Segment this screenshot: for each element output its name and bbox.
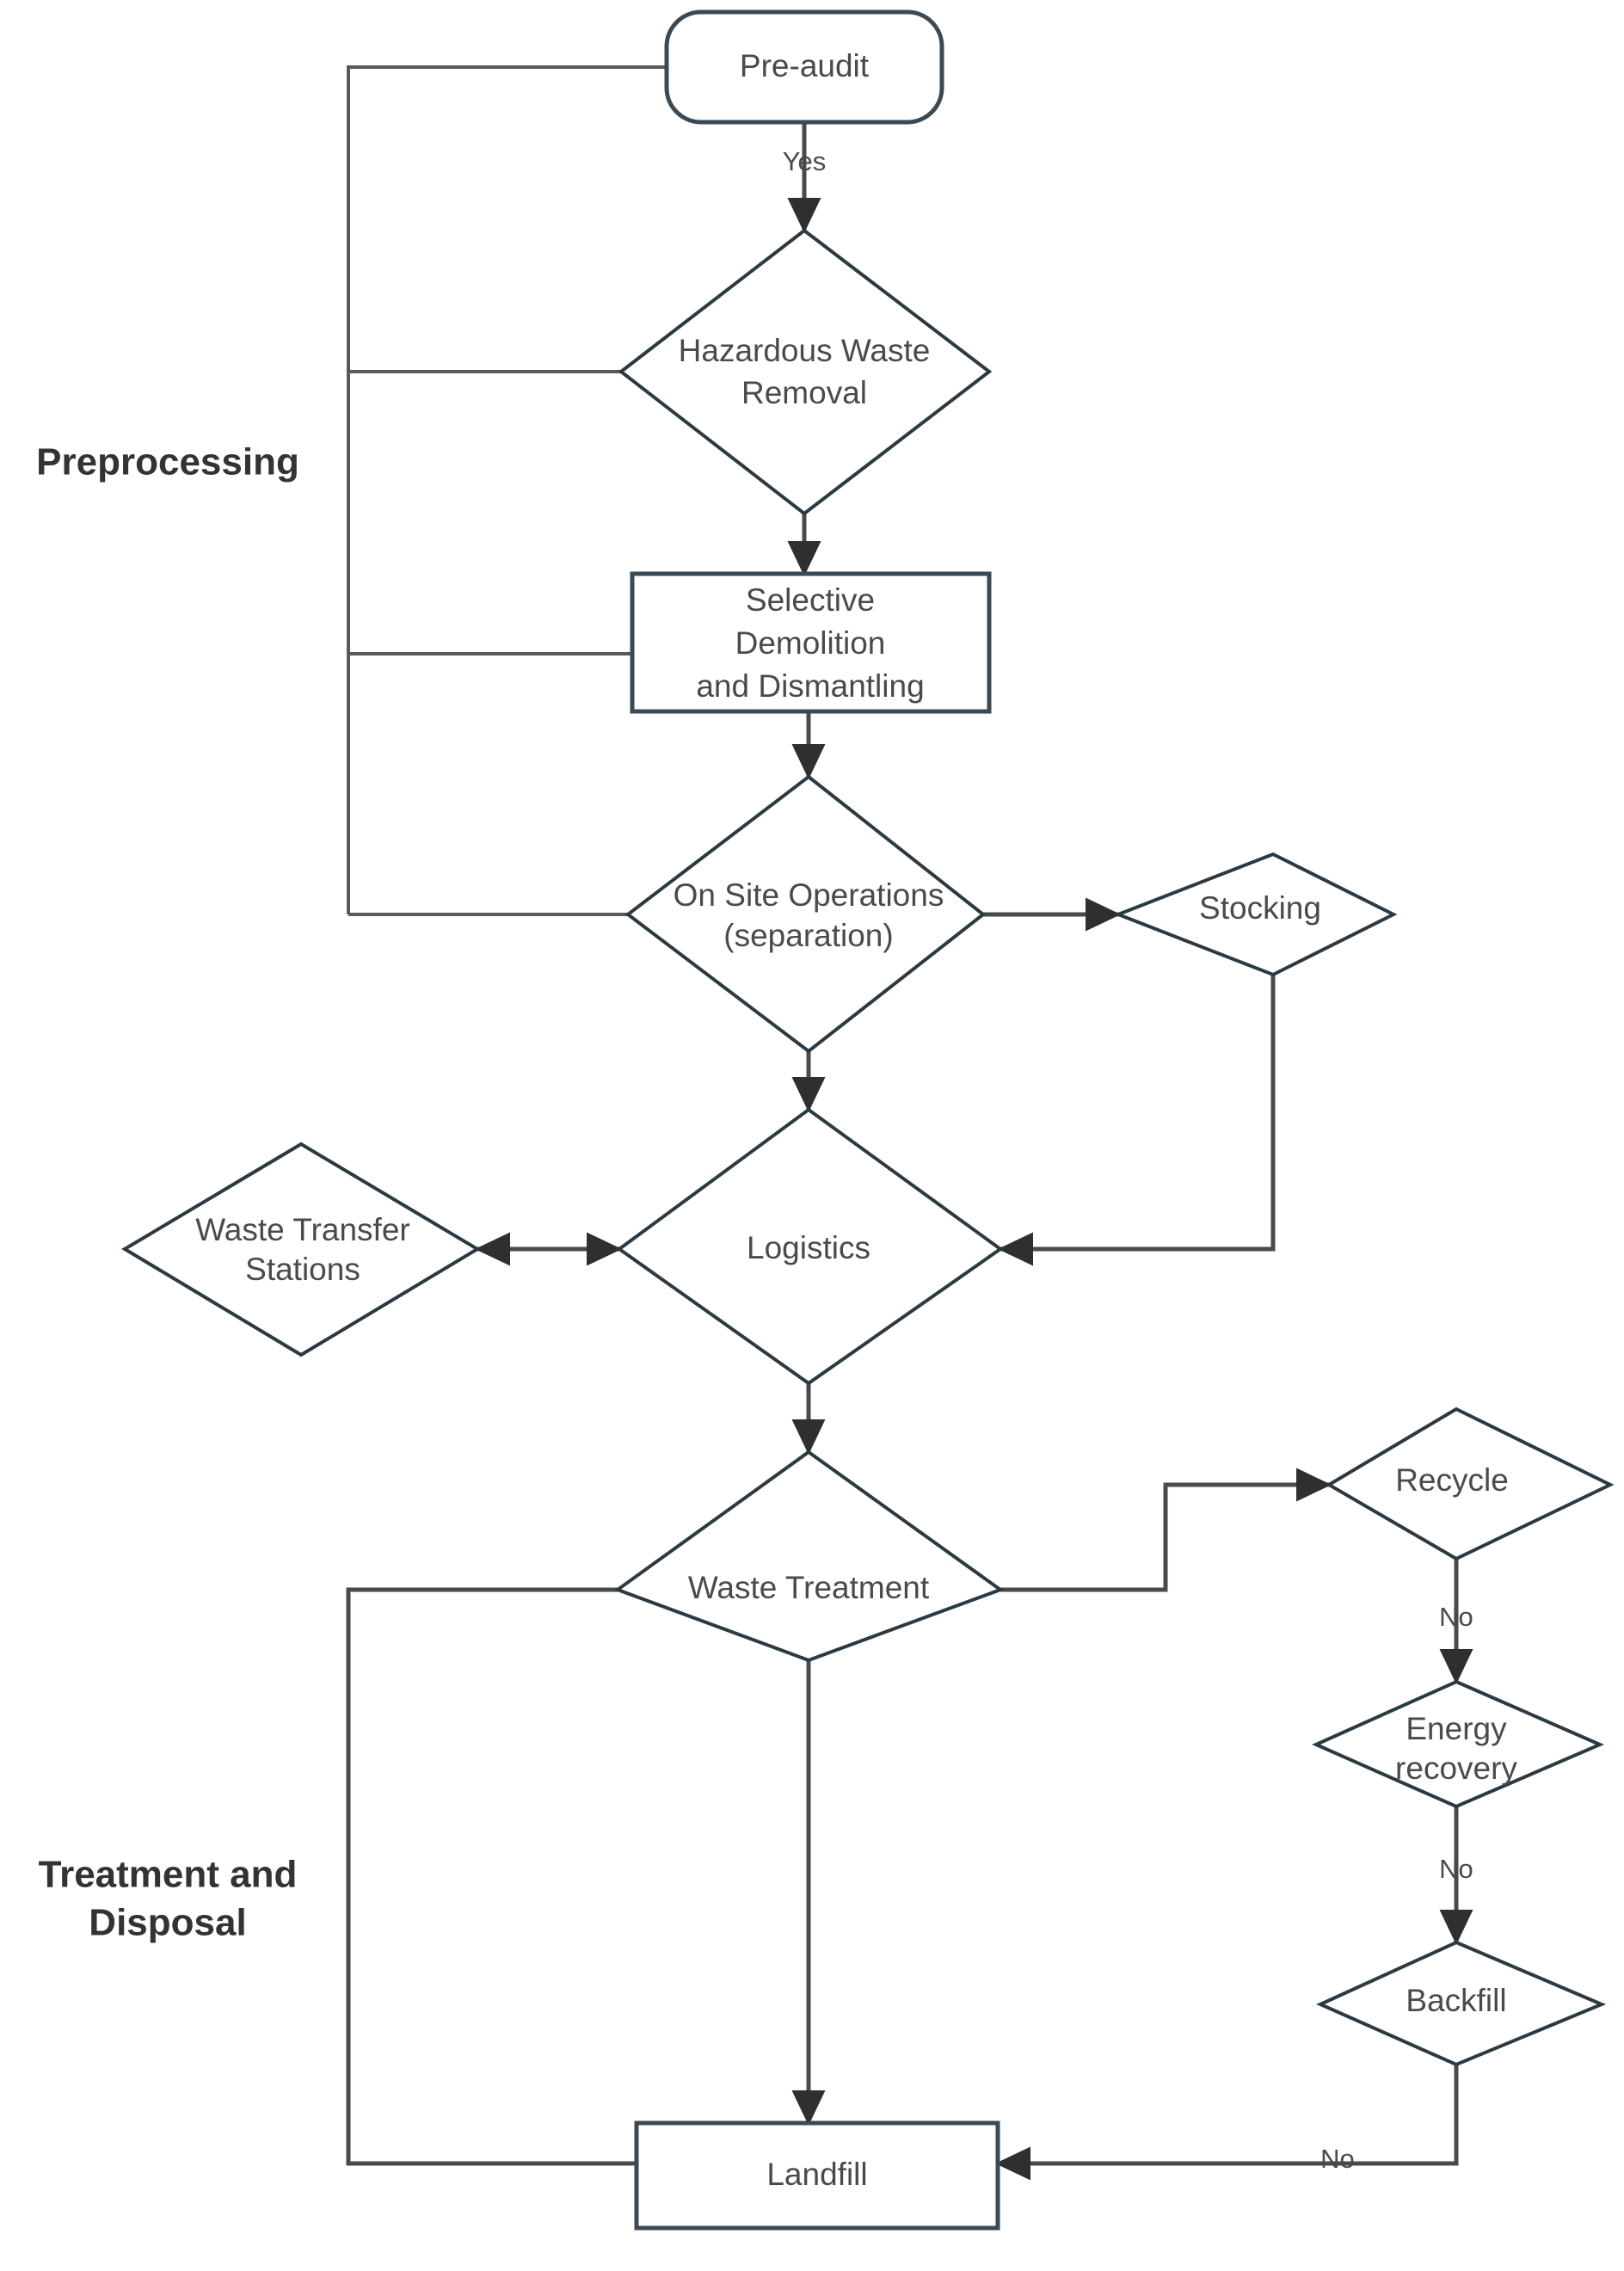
node-waste-transfer[interactable]: Waste Transfer Stations — [121, 1142, 481, 1357]
logistics-label: Logistics — [747, 1230, 870, 1265]
waste-treatment-label: Waste Treatment — [688, 1570, 930, 1605]
edge-label-energy-recovery-no: No — [1439, 1854, 1473, 1884]
recycle-shape — [1326, 1406, 1615, 1561]
edge-label-backfill-no: No — [1320, 2144, 1355, 2174]
hazardous-waste-label-line2: Removal — [741, 375, 867, 410]
backfill-shape — [1316, 1940, 1607, 2067]
pre-audit-label: Pre-audit — [740, 48, 870, 83]
selective-demolition-label-line3: and Dismantling — [696, 668, 924, 704]
energy-recovery-label-line1: Energy — [1406, 1711, 1507, 1746]
node-logistics[interactable]: Logistics — [616, 1107, 1004, 1386]
node-backfill[interactable]: Backfill — [1316, 1940, 1607, 2067]
recycle-label: Recycle — [1395, 1462, 1509, 1498]
connector-backfill-to-landfill — [994, 2065, 1459, 2181]
pre-audit-shape — [664, 9, 944, 125]
waste-transfer-label-line2: Stations — [245, 1252, 360, 1287]
stocking-shape — [1113, 852, 1398, 977]
node-on-site-operations[interactable]: On Site Operations (separation) — [624, 774, 987, 1054]
node-energy-recovery[interactable]: Energy recovery — [1312, 1679, 1605, 1809]
energy-recovery-shape — [1312, 1679, 1605, 1809]
waste-treatment-shape — [613, 1449, 1005, 1663]
landfill-label: Landfill — [766, 2157, 867, 2192]
energy-recovery-label-line2: recovery — [1395, 1751, 1517, 1786]
phase-label-treatment-line2: Disposal — [89, 1902, 246, 1944]
stocking-label: Stocking — [1199, 890, 1321, 926]
connector-waste-treatment-bypass-landfill — [346, 1587, 637, 2166]
landfill-shape — [634, 2120, 1000, 2231]
logistics-shape — [616, 1107, 1004, 1386]
hazardous-waste-shape — [618, 228, 993, 516]
on-site-operations-shape — [624, 774, 987, 1054]
selective-demolition-label-line2: Demolition — [735, 625, 886, 661]
node-selective-demolition[interactable]: Selective Demolition and Dismantling — [630, 571, 992, 714]
phase-label-preprocessing: Preprocessing — [36, 441, 299, 483]
selective-demolition-shape — [630, 571, 992, 714]
backfill-label: Backfill — [1406, 1983, 1506, 2018]
selective-demolition-label-line1: Selective — [746, 582, 875, 618]
hazardous-waste-label-line1: Hazardous Waste — [679, 333, 931, 368]
connector-feedback-bus — [347, 65, 667, 914]
node-pre-audit[interactable]: Pre-audit — [664, 9, 944, 125]
node-stocking[interactable]: Stocking — [1113, 852, 1398, 977]
connector-waste-treatment-to-recycle — [1000, 1468, 1332, 1592]
edge-label-recycle-no: No — [1439, 1602, 1473, 1632]
waste-transfer-shape — [121, 1142, 481, 1357]
node-landfill[interactable]: Landfill — [634, 2120, 1000, 2231]
phase-label-treatment-line1: Treatment and — [39, 1854, 298, 1896]
node-recycle[interactable]: Recycle — [1326, 1406, 1615, 1561]
waste-transfer-label-line1: Waste Transfer — [195, 1212, 409, 1247]
on-site-operations-label-line2: (separation) — [723, 918, 893, 953]
node-waste-treatment[interactable]: Waste Treatment — [613, 1449, 1005, 1663]
connector-stocking-to-logistics — [997, 975, 1276, 1266]
node-hazardous-waste[interactable]: Hazardous Waste Removal — [618, 228, 993, 516]
on-site-operations-label-line1: On Site Operations — [674, 877, 944, 913]
edge-label-pre-audit-yes: Yes — [783, 146, 827, 176]
